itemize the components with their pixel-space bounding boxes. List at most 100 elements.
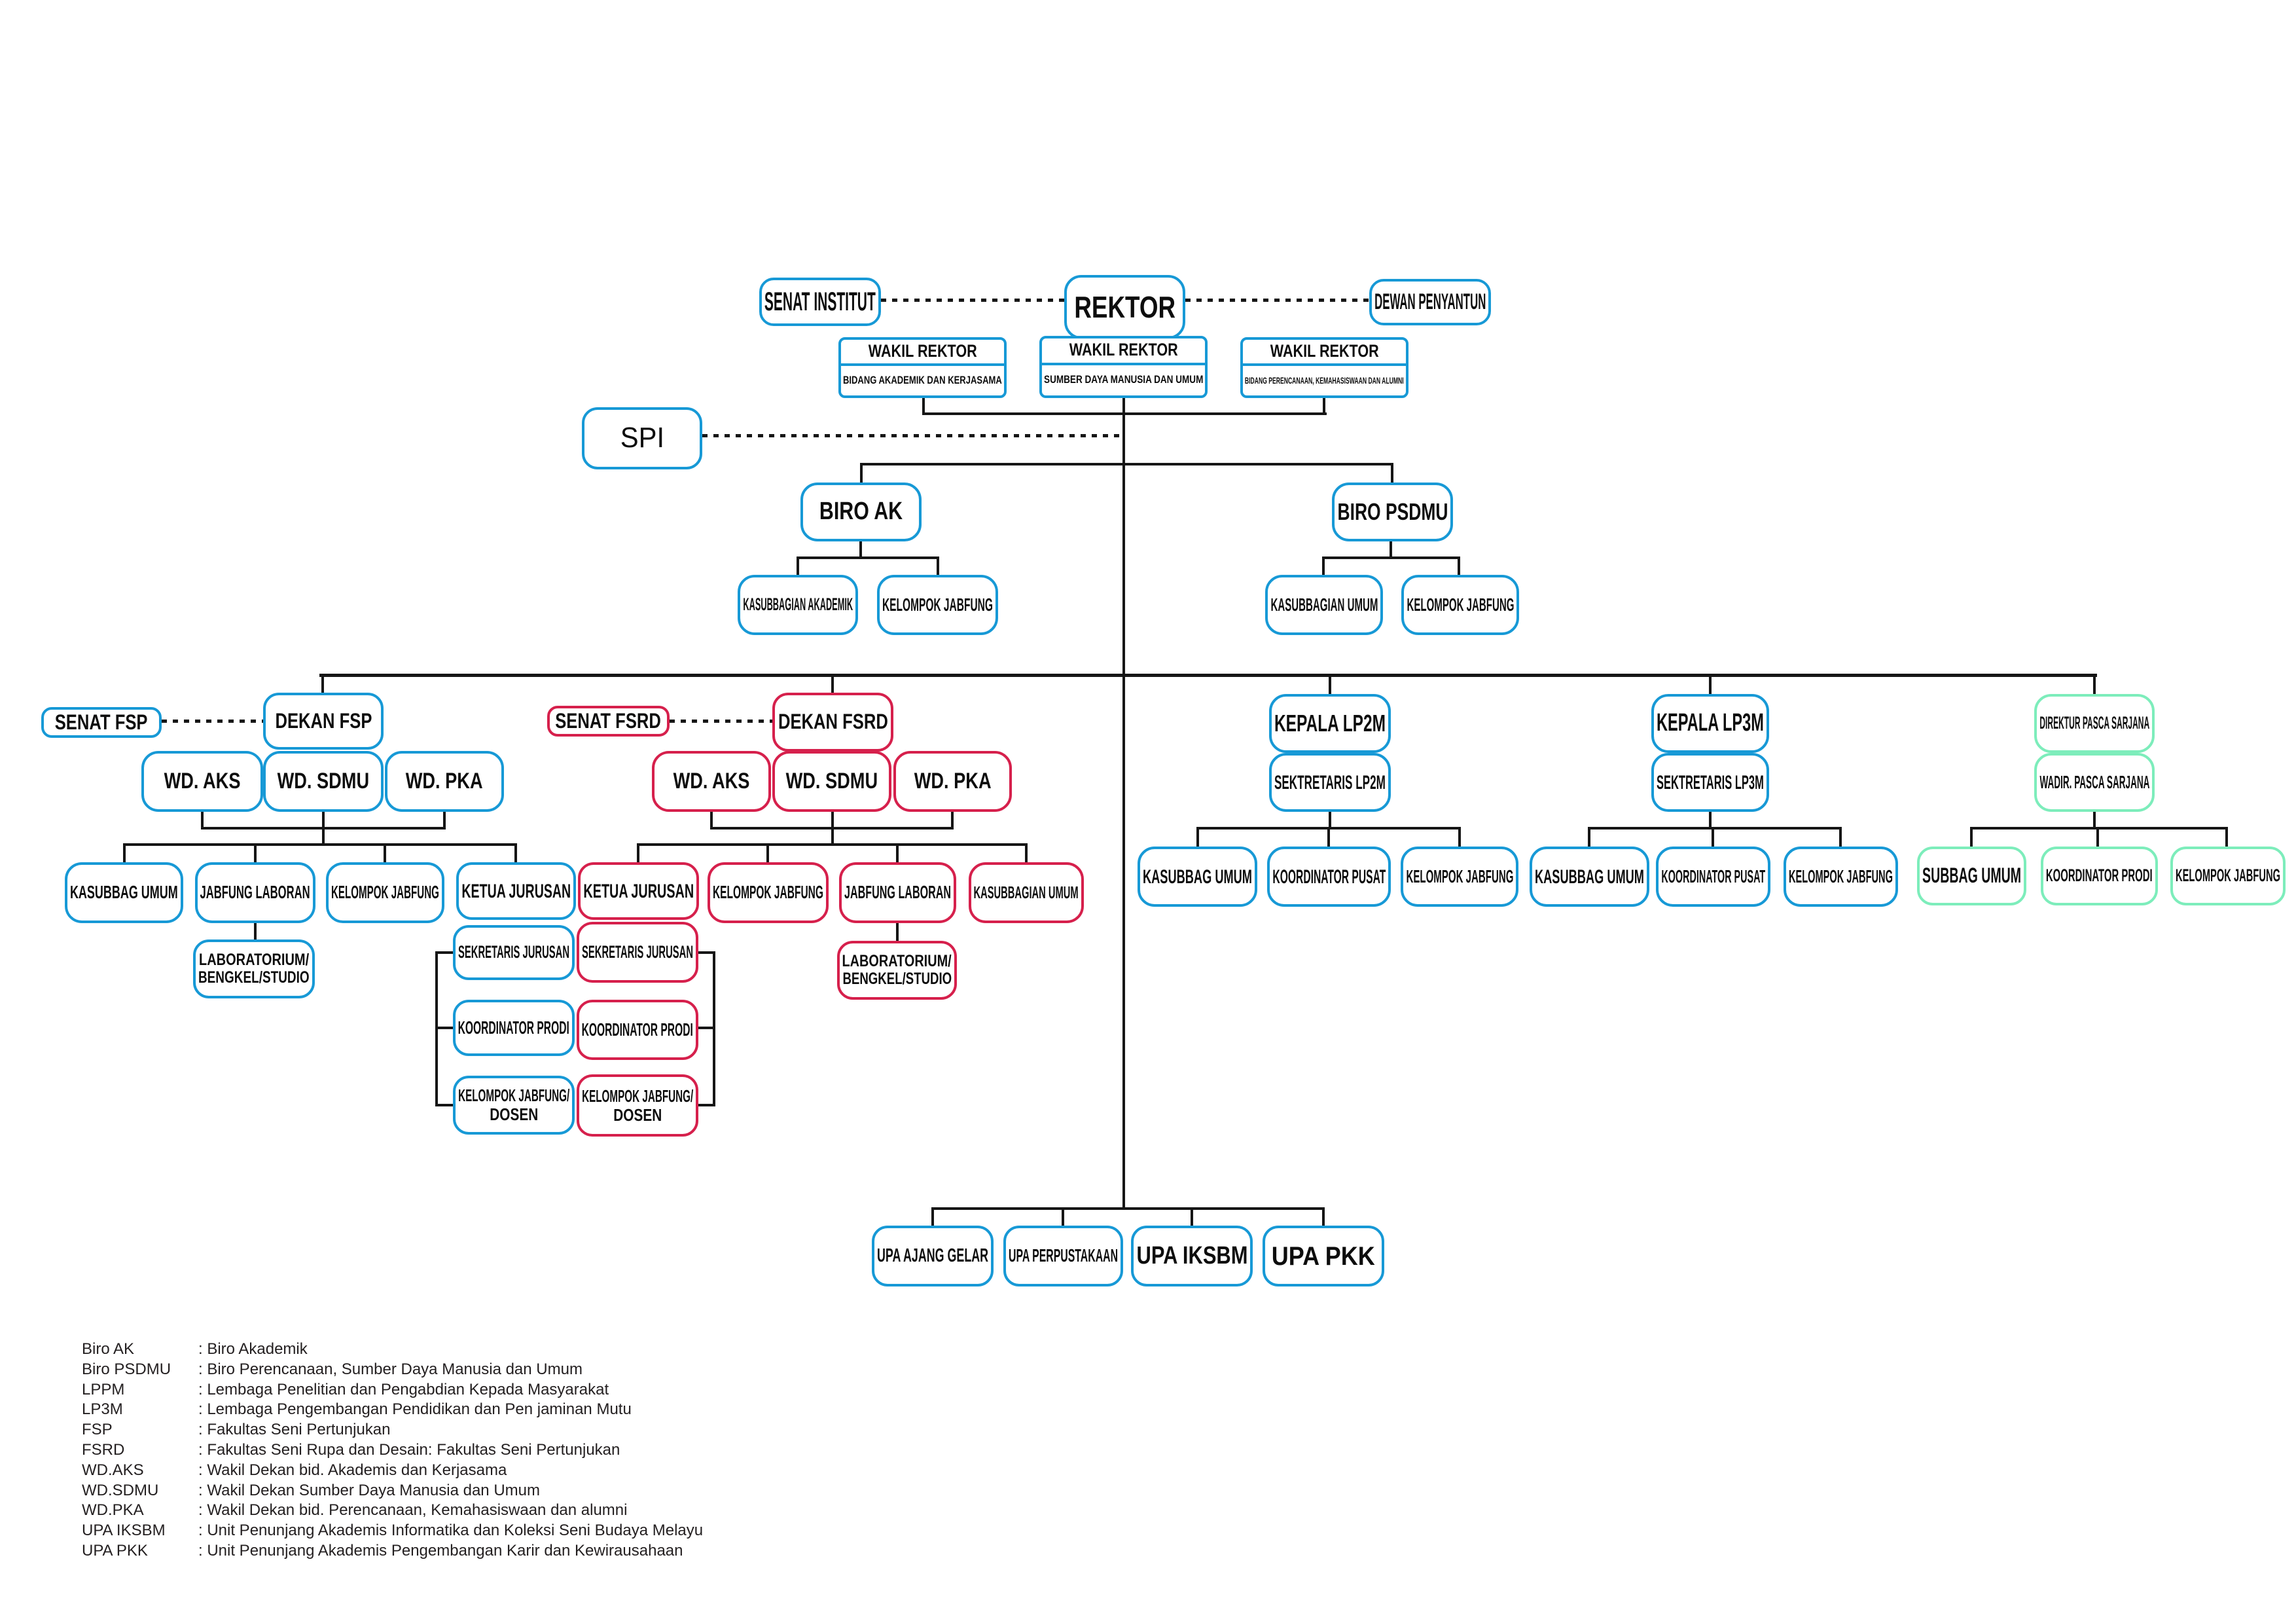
kelompok-jabfung-biro-ak-box: KELOMPOK JABFUNG <box>877 575 998 635</box>
dekan-fsp-box: DEKAN FSP <box>263 693 384 750</box>
connector-line <box>435 1104 453 1106</box>
koordinator-pusat-lp3m-box: KOORDINATOR PUSAT <box>1656 847 1770 907</box>
box-title-section: WAKIL REKTOR <box>841 340 1004 363</box>
legend-description: : Wakil Dekan bid. Perencanaan, Kemahasi… <box>198 1501 628 1520</box>
connector-line <box>859 541 862 558</box>
box-label: REKTOR <box>1074 289 1175 324</box>
box-label: WD. AKS <box>673 768 750 793</box>
box-label: BENGKEL/STUDIO <box>198 968 310 987</box>
koordinator-prodi-pasca-box: KOORDINATOR PRODI <box>2041 847 2158 905</box>
kasubbag-umum-fsp-box: KASUBBAG UMUM <box>65 862 183 923</box>
legend-row: FSRD: Fakultas Seni Rupa dan Desain: Fak… <box>82 1440 703 1461</box>
legend-row: WD.SDMU: Wakil Dekan Sumber Daya Manusia… <box>82 1481 703 1501</box>
wd-sdmu-fsp-box: WD. SDMU <box>263 751 384 812</box>
dotted-connector-line <box>670 720 772 723</box>
jabfung-laboran-fsp-box: JABFUNG LABORAN <box>195 862 315 923</box>
legend-description: : Biro Akademik <box>198 1340 308 1358</box>
box-label: KOORDINATOR PRODI <box>2046 866 2153 886</box>
box-label: LABORATORIUM/ <box>842 951 952 970</box>
connector-line <box>710 812 713 830</box>
box-label: KELOMPOK JABFUNG/ <box>457 1085 570 1106</box>
dotted-connector-line <box>1185 299 1369 302</box>
laboratorium-bengkel-studio-fsrd-box: LABORATORIUM/BENGKEL/STUDIO <box>837 941 957 1000</box>
connector-line <box>637 846 639 864</box>
upa-perpustakaan-box: UPA PERPUSTAKAAN <box>1003 1226 1123 1286</box>
legend-row: UPA IKSBM: Unit Penunjang Akademis Infor… <box>82 1521 703 1541</box>
ketua-jurusan-fsrd-box: KETUA JURUSAN <box>578 862 699 920</box>
legend-abbreviation: FSRD <box>82 1440 125 1459</box>
kasubbagian-akademik-box: KASUBBAGIAN AKADEMIK <box>738 575 858 635</box>
senat-institut-box: SENAT INSTITUT <box>759 278 881 326</box>
box-label: DOSEN <box>613 1104 662 1125</box>
kelompok-jabfung-biro-psdmu-box: KELOMPOK JABFUNG <box>1401 575 1519 635</box>
box-label: JABFUNG LABORAN <box>200 882 311 903</box>
connector-line <box>1062 1210 1064 1227</box>
connector-line <box>2093 677 2096 695</box>
sektretaris-lp2m-box: SEKTRETARIS LP2M <box>1269 753 1391 812</box>
subbag-umum-pasca-box: SUBBAG UMUM <box>1917 847 2026 905</box>
box-subtitle-section: BIDANG PERENCANAAN, KEMAHASISWAAN DAN AL… <box>1243 363 1406 395</box>
box-label: SENAT FSP <box>55 710 148 734</box>
connector-line <box>435 951 453 954</box>
box-label: SUMBER DAYA MANUSIA DAN UMUM <box>1043 373 1204 386</box>
box-label: KASUBBAG UMUM <box>70 882 178 903</box>
box-label: KEPALA LP3M <box>1657 709 1764 737</box>
connector-line <box>698 1104 715 1106</box>
legend-description: : Unit Penunjang Akademis Pengembangan K… <box>198 1541 683 1559</box>
dotted-connector-line <box>702 434 1123 437</box>
connector-line <box>201 812 204 830</box>
box-label: KASUBBAG UMUM <box>1535 866 1645 888</box>
connector-line <box>1329 677 1331 695</box>
connector-line <box>319 674 2097 677</box>
legend-abbreviation: UPA PKK <box>82 1541 148 1559</box>
connector-line <box>1196 830 1199 848</box>
box-subtitle-section: BIDANG AKADEMIK DAN KERJASAMA <box>841 363 1004 395</box>
legend-abbreviation: Biro AK <box>82 1340 135 1358</box>
box-label: SEKRETARIS JURUSAN <box>581 941 694 962</box>
box-label: KASUBBAGIAN AKADEMIK <box>743 594 853 615</box>
connector-line <box>321 677 324 694</box>
connector-line <box>1709 677 1712 695</box>
wd-aks-fsp-box: WD. AKS <box>141 751 263 812</box>
connector-line <box>831 812 834 846</box>
connector-line <box>1322 556 1460 559</box>
connector-line <box>951 812 954 830</box>
box-label: WD. AKS <box>164 768 241 793</box>
connector-line <box>766 846 769 864</box>
connector-line <box>1323 398 1325 415</box>
connector-line <box>698 951 715 954</box>
koordinator-prodi-fsp-box: KOORDINATOR PRODI <box>453 1000 575 1056</box>
connector-line <box>2093 812 2096 828</box>
connector-line <box>1391 465 1393 483</box>
kelompok-jabfung-lp3m-box: KELOMPOK JABFUNG <box>1784 847 1898 907</box>
koordinator-pusat-lp2m-box: KOORDINATOR PUSAT <box>1267 847 1391 907</box>
connector-line <box>384 846 386 864</box>
box-label: BIRO PSDMU <box>1337 498 1448 526</box>
kasubbagian-umum-biro-psdmu-box: KASUBBAGIAN UMUM <box>1265 575 1383 635</box>
box-label: BIDANG AKADEMIK DAN KERJASAMA <box>843 373 1002 386</box>
legend-description: : Biro Perencanaan, Sumber Daya Manusia … <box>198 1360 583 1378</box>
box-label: KELOMPOK JABFUNG <box>1407 594 1514 615</box>
connector-line <box>443 812 446 830</box>
connector-line <box>1458 830 1461 848</box>
box-label: DEWAN PENYANTUN <box>1374 289 1486 314</box>
legend-abbreviation: UPA IKSBM <box>82 1522 166 1540</box>
box-label: BENGKEL/STUDIO <box>842 970 952 988</box>
biro-ak-box: BIRO AK <box>800 483 922 541</box>
legend-abbreviation: WD.SDMU <box>82 1481 159 1499</box>
box-label: DEKAN FSRD <box>778 710 888 734</box>
connector-line <box>896 923 899 942</box>
kasubbag-umum-lp3m-box: KASUBBAG UMUM <box>1530 847 1649 907</box>
connector-line <box>2225 830 2228 848</box>
legend-row: UPA PKK : Unit Penunjang Akademis Pengemb… <box>82 1541 703 1561</box>
connector-line <box>1970 827 2228 830</box>
legend-row: WD.AKS: Wakil Dekan bid. Akademis dan Ke… <box>82 1461 703 1481</box>
box-label: KASUBBAG UMUM <box>1143 866 1253 888</box>
box-label: KETUA JURUSAN <box>461 880 571 902</box>
wadir-pasca-sarjana-box: WADIR. PASCA SARJANA <box>2034 753 2155 812</box>
box-label: BIDANG PERENCANAAN, KEMAHASISWAAN DAN AL… <box>1245 374 1404 386</box>
box-label: WD. PKA <box>914 768 992 793</box>
connector-line <box>937 559 939 576</box>
